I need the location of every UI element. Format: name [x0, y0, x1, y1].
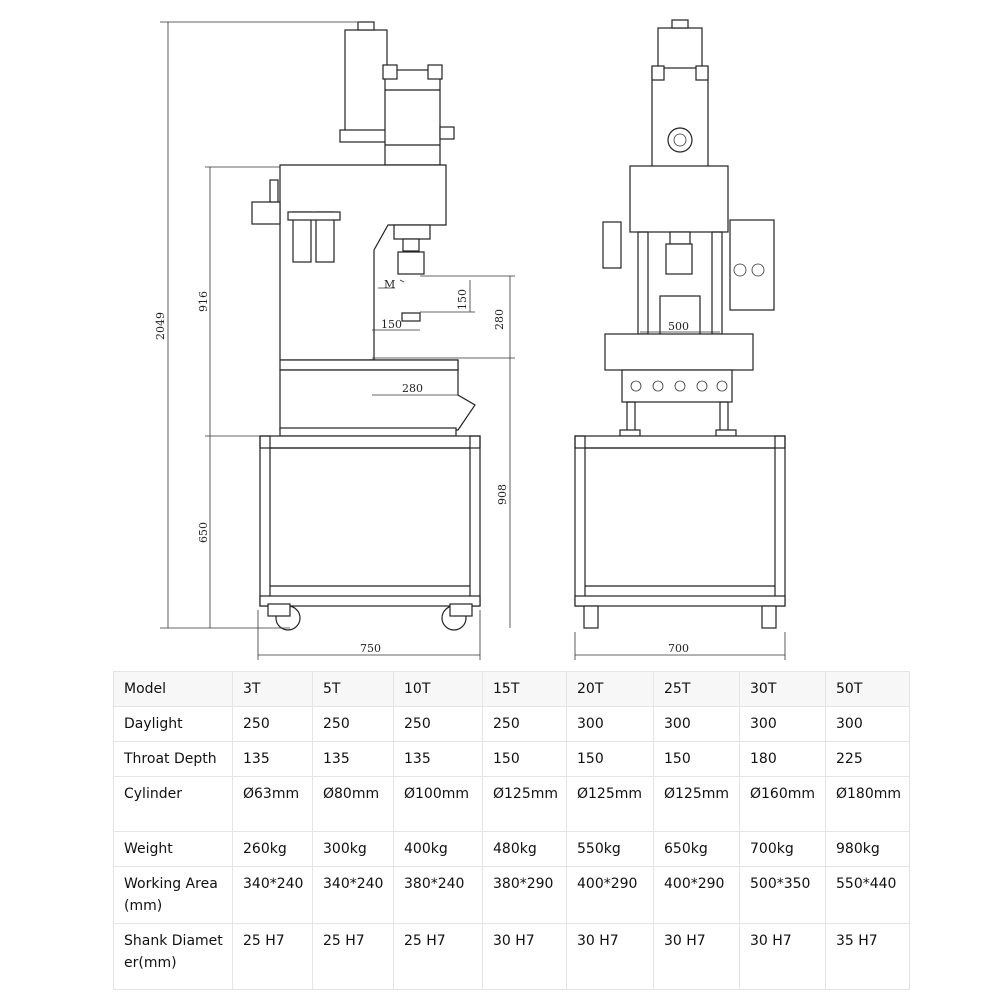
table-cell: 135	[232, 741, 313, 777]
table-cell: 30 H7	[566, 923, 654, 990]
row-label: Shank Diameter(mm)	[113, 923, 233, 990]
table-cell: 25 H7	[232, 923, 313, 990]
table-cell: 30 H7	[739, 923, 826, 990]
table-cell: 260kg	[232, 831, 313, 867]
row-label: Throat Depth	[113, 741, 233, 777]
label-m: M	[384, 278, 395, 291]
table-cell: Ø125mm	[482, 776, 567, 832]
table-cell: 150	[566, 741, 654, 777]
table-cell: 650kg	[653, 831, 740, 867]
table-cell: Ø80mm	[312, 776, 394, 832]
table-cell: 380*240	[393, 866, 483, 924]
table-cell: Ø180mm	[825, 776, 910, 832]
table-cell: 400*290	[653, 866, 740, 924]
table-cell: 250	[482, 706, 567, 742]
table-cell: 300	[739, 706, 826, 742]
table-cell: 30T	[739, 671, 826, 707]
table-cell: 250	[232, 706, 313, 742]
table-cell: 150	[482, 741, 567, 777]
table-cell: 300	[566, 706, 654, 742]
dim-table-depth: 280	[402, 382, 423, 395]
table-cell: 250	[393, 706, 483, 742]
table-cell: 500*350	[739, 866, 826, 924]
table-cell: 380*290	[482, 866, 567, 924]
table-cell: Ø125mm	[653, 776, 740, 832]
table-cell: Ø63mm	[232, 776, 313, 832]
row-label: Daylight	[113, 706, 233, 742]
table-cell: 225	[825, 741, 910, 777]
table-cell: Ø100mm	[393, 776, 483, 832]
technical-drawing: 2049 916 650 908 280 150 150 280 750 M	[154, 19, 786, 660]
table-cell: 10T	[393, 671, 483, 707]
table-cell: 340*240	[312, 866, 394, 924]
table-cell: 30 H7	[482, 923, 567, 990]
side-view: 2049 916 650 908 280 150 150 280 750 M	[154, 21, 515, 660]
table-cell: 250	[312, 706, 394, 742]
dim-daylight: 280	[493, 309, 506, 330]
row-label: Weight	[113, 831, 233, 867]
dim-side-width: 750	[360, 642, 381, 655]
table-cell: 25 H7	[393, 923, 483, 990]
table-cell: 340*240	[232, 866, 313, 924]
table-cell: 980kg	[825, 831, 910, 867]
table-cell: 480kg	[482, 831, 567, 867]
table-cell: 135	[393, 741, 483, 777]
table-cell: 135	[312, 741, 394, 777]
table-cell: Ø160mm	[739, 776, 826, 832]
table-cell: 25 H7	[312, 923, 394, 990]
table-cell: 300kg	[312, 831, 394, 867]
dim-right-height: 908	[496, 484, 509, 505]
table-cell: 20T	[566, 671, 654, 707]
table-cell: 50T	[825, 671, 910, 707]
dim-stroke: 150	[456, 289, 469, 310]
dim-base-height: 650	[197, 522, 210, 543]
front-view: 500 700	[574, 19, 786, 660]
row-label: Model	[113, 671, 233, 707]
table-cell: 400kg	[393, 831, 483, 867]
table-cell: 30 H7	[653, 923, 740, 990]
table-cell: 25T	[653, 671, 740, 707]
dim-total-height: 2049	[154, 312, 167, 340]
table-cell: 550kg	[566, 831, 654, 867]
row-label: Working Area(mm)	[113, 866, 233, 924]
dim-upper-height: 916	[197, 291, 210, 312]
table-cell: 550*440	[825, 866, 910, 924]
table-cell: 150	[653, 741, 740, 777]
row-label: Cylinder	[113, 776, 233, 832]
table-cell: 300	[653, 706, 740, 742]
table-cell: 300	[825, 706, 910, 742]
dim-front-table: 500	[668, 320, 689, 333]
dim-throat: 150	[381, 318, 402, 331]
dim-front-width: 700	[668, 642, 689, 655]
table-cell: 180	[739, 741, 826, 777]
table-cell: 700kg	[739, 831, 826, 867]
table-cell: 35 H7	[825, 923, 910, 990]
table-cell: Ø125mm	[566, 776, 654, 832]
table-cell: 400*290	[566, 866, 654, 924]
table-cell: 3T	[232, 671, 313, 707]
table-cell: 5T	[312, 671, 394, 707]
table-cell: 15T	[482, 671, 567, 707]
